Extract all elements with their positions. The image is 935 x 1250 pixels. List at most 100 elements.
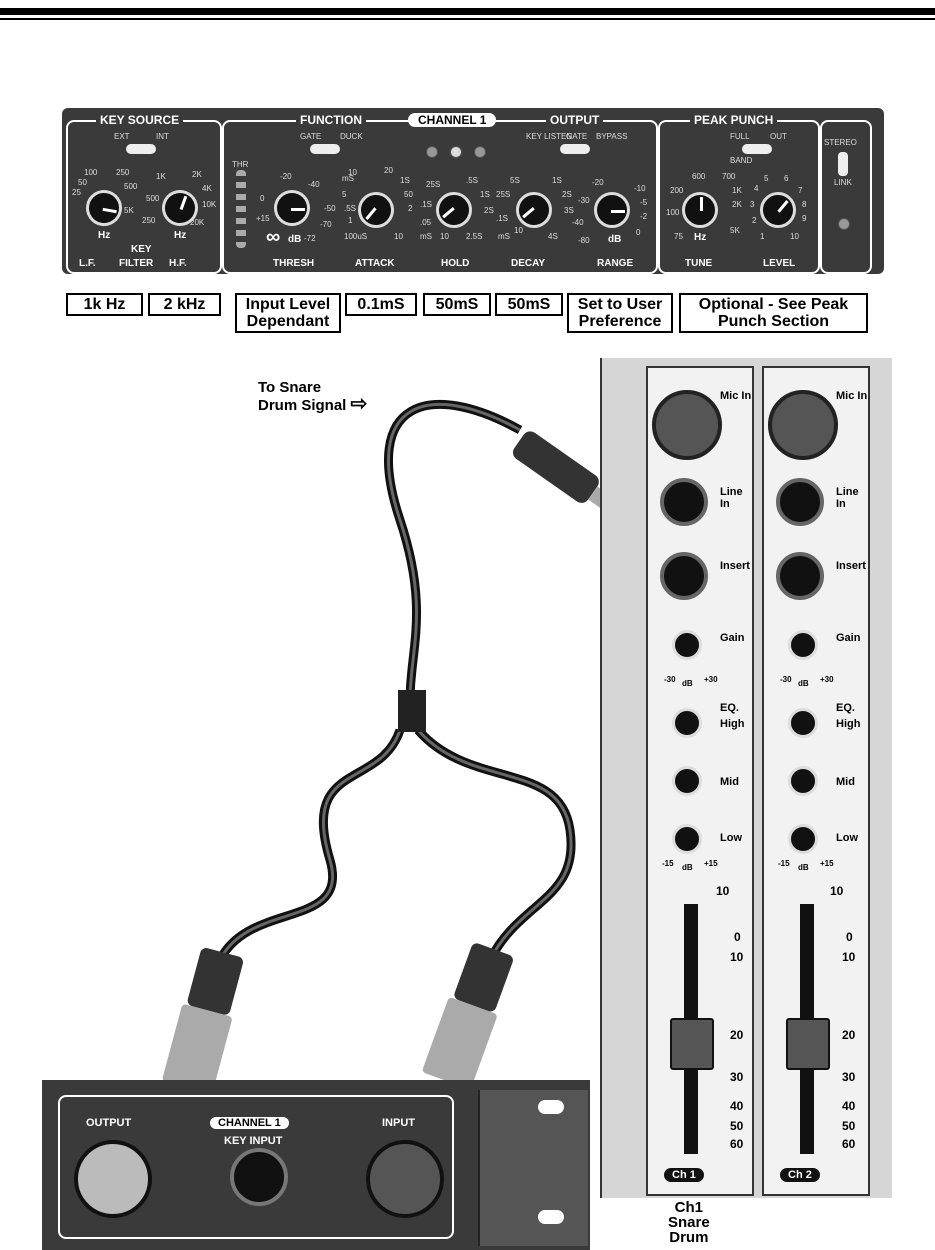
gain-scale-max-2: +30	[820, 675, 834, 684]
key-source-switch[interactable]	[126, 144, 156, 154]
range-scale-5: -40	[572, 218, 584, 227]
insert-jack-2[interactable]	[776, 552, 824, 600]
thresh-unit: dB	[288, 234, 302, 245]
peak-punch-setting-box: Optional - See Peak Punch Section	[679, 293, 868, 333]
decay-scale-6: 3S	[564, 206, 574, 215]
lf-scale-6: 5K	[124, 206, 134, 215]
hold-scale-9: 2.5S	[466, 232, 483, 241]
hf-scale-6: 250	[142, 216, 156, 225]
function-gate-label: GATE	[300, 132, 322, 141]
hf-scale-4: 500	[146, 194, 160, 203]
channel-strip-1: Mic In Line In Insert Gain -30 dB +30 EQ…	[646, 366, 754, 1196]
insert-jack-1[interactable]	[660, 552, 708, 600]
rear-input-label: INPUT	[382, 1117, 415, 1129]
line-in-jack-1[interactable]	[660, 478, 708, 526]
hold-scale-1: 25S	[426, 180, 441, 189]
mixer-channel-strips: Mic In Line In Insert Gain -30 dB +30 EQ…	[600, 358, 892, 1198]
attack-scale-4: 1S	[400, 176, 410, 185]
level-scale-2: 6	[784, 174, 789, 183]
switch-int-label: INT	[156, 132, 169, 141]
stereo-link-section	[820, 120, 872, 274]
tune-scale-1: 600	[692, 172, 706, 181]
fader2-scale-40: 40	[842, 1099, 856, 1113]
function-duck-label: DUCK	[340, 132, 363, 141]
eq-high-knob-1[interactable]	[672, 708, 702, 738]
eq-low-label-1: Low	[720, 832, 742, 844]
y-splitter	[398, 690, 426, 732]
hf-scale-3: 4K	[202, 184, 212, 193]
range-scale-2: -10	[634, 184, 646, 193]
line-in-jack-2[interactable]	[776, 478, 824, 526]
lf-setting-box: 1k Hz	[66, 293, 143, 316]
function-switch[interactable]	[310, 144, 340, 154]
mic-in-jack-1[interactable]	[652, 390, 722, 460]
fader2-scale-20: 20	[842, 1028, 856, 1042]
footer-attack: ATTACK	[352, 258, 398, 270]
top-rule-thin	[0, 18, 935, 20]
fader-cap-2[interactable]	[786, 1018, 830, 1070]
led-3	[474, 146, 486, 158]
channel-strip-2: Mic In Line In Insert Gain -30 dB +30 EQ…	[762, 366, 870, 1196]
lf-scale-4: 500	[124, 182, 138, 191]
range-scale-4: -5	[640, 198, 648, 207]
eq-high-label-2: High	[836, 718, 861, 730]
rear-input-xlr-jack[interactable]	[366, 1140, 444, 1218]
eq-scale-unit-2: dB	[798, 863, 809, 872]
eq-mid-knob-1[interactable]	[672, 766, 702, 796]
eq-low-knob-1[interactable]	[672, 824, 702, 854]
gain-knob-2[interactable]	[788, 630, 818, 660]
footer-decay: DECAY	[508, 258, 549, 270]
rear-output-xlr-jack[interactable]	[74, 1140, 152, 1218]
rear-key-input-jack[interactable]	[230, 1148, 288, 1206]
lf-unit: Hz	[98, 230, 111, 241]
hf-setting-box: 2 kHz	[148, 293, 221, 316]
footer-filter: FILTER	[116, 258, 157, 270]
eq-high-knob-2[interactable]	[788, 708, 818, 738]
led-2	[450, 146, 462, 158]
attack-scale-2: 10	[348, 168, 357, 177]
level-scale-5: 3	[750, 200, 755, 209]
fader-cap-1[interactable]	[670, 1018, 714, 1070]
tune-knob[interactable]	[682, 192, 718, 228]
thresh-scale-1: -20	[280, 172, 292, 181]
output-switch[interactable]	[560, 144, 590, 154]
channel-1-badge: CHANNEL 1	[408, 113, 497, 127]
hf-scale-7: 20K	[190, 218, 205, 227]
fader2-scale-10: 10	[830, 884, 844, 898]
tune-unit: Hz	[694, 232, 707, 243]
stereo-link-switch[interactable]	[838, 152, 848, 176]
peak-punch-switch[interactable]	[742, 144, 772, 154]
output-bypass-label: BYPASS	[596, 132, 628, 141]
eq-mid-knob-2[interactable]	[788, 766, 818, 796]
eq-low-knob-2[interactable]	[788, 824, 818, 854]
footer-hf: H.F.	[166, 258, 190, 270]
hold-scale-8: 10	[440, 232, 449, 241]
decay-scale-2: 1S	[552, 176, 562, 185]
arrow-right-icon: ⇨	[350, 393, 368, 415]
decay-scale-8: 10	[514, 226, 523, 235]
key-source-title: KEY SOURCE	[96, 113, 184, 127]
gain-knob-1[interactable]	[672, 630, 702, 660]
rack-ear-slot-bottom	[538, 1210, 564, 1224]
eq-high-label-1: High	[720, 718, 745, 730]
attack-scale-9: 1	[348, 216, 353, 225]
mic-in-jack-2[interactable]	[768, 390, 838, 460]
level-scale-4: 7	[798, 186, 803, 195]
footer-thresh: THRESH	[270, 258, 318, 270]
insert-cable-highlight	[387, 402, 521, 701]
thresh-scale-4: -50	[324, 204, 336, 213]
decay-scale-4: 2S	[562, 190, 572, 199]
eq-label-2: EQ.	[836, 702, 855, 714]
stereo-led	[838, 218, 850, 230]
stereo-label: STEREO	[824, 138, 857, 147]
ch1-label: Ch 1	[664, 1168, 704, 1182]
hold-scale-4: 1S	[480, 190, 490, 199]
thresh-scale-5: +15	[256, 214, 270, 223]
gain-scale-unit-1: dB	[682, 679, 693, 688]
output-gate-label: GATE	[566, 132, 588, 141]
insert-label-2: Insert	[836, 560, 866, 572]
top-rule-thick	[0, 8, 935, 15]
switch-ext-label: EXT	[114, 132, 130, 141]
rear-key-input-label: KEY INPUT	[224, 1135, 283, 1147]
